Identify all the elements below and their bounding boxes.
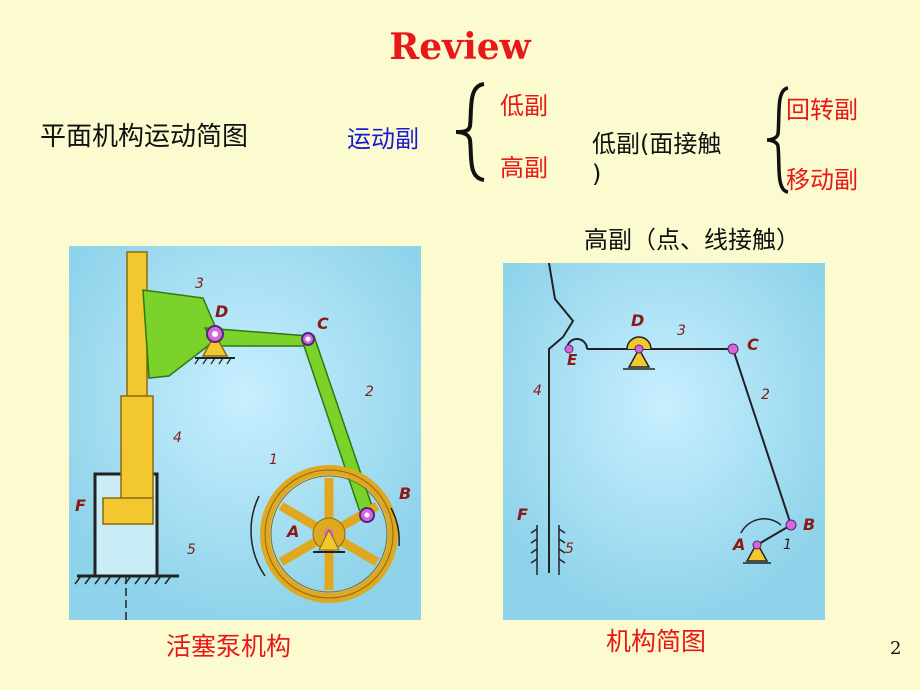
label-link2: 2	[365, 384, 374, 400]
label-d: D	[215, 302, 229, 321]
left-figure-caption: 活塞泵机构	[166, 632, 292, 661]
right-brace-icon	[766, 86, 789, 194]
label-link5: 5	[187, 542, 196, 558]
schematic-label-link1: 1	[783, 537, 792, 553]
higher-pair-label: 高副	[500, 154, 548, 182]
label-c: C	[317, 314, 329, 333]
label-f: F	[75, 496, 86, 515]
schematic-label-f: F	[517, 505, 528, 524]
schematic-label-link4: 4	[533, 383, 542, 399]
piston-pump-figure: 3 D C 2 4 1 F B A 5	[69, 246, 421, 620]
page-number: 2	[890, 638, 902, 659]
schematic-label-link5: 5	[565, 541, 574, 557]
slide-title: Review	[389, 26, 531, 68]
schematic-label-link3: 3	[677, 323, 686, 339]
schematic-label-d: D	[631, 311, 645, 330]
label-link4: 4	[173, 430, 182, 446]
lower-pair-label: 低副	[500, 92, 548, 120]
schematic-label-c: C	[747, 335, 759, 354]
prismatic-pair-label: 移动副	[786, 166, 858, 194]
lower-pair-definition-close: )	[592, 160, 602, 188]
left-brace-icon	[455, 82, 485, 182]
right-figure-caption: 机构简图	[606, 627, 707, 656]
lower-pair-definition: 低副(面接触	[592, 130, 722, 158]
higher-pair-definition: 高副（点、线接触）	[584, 226, 800, 254]
schematic-label-link2: 2	[761, 387, 770, 403]
label-a: A	[287, 522, 300, 541]
kinematic-pair-label: 运动副	[347, 125, 419, 153]
mechanism-schematic-figure: D 3 C E 4 2 F 5 A 1 B	[503, 263, 825, 620]
schematic-label-b: B	[803, 515, 816, 534]
revolute-pair-label: 回转副	[786, 96, 858, 124]
main-label: 平面机构运动简图	[40, 122, 249, 152]
label-link1: 1	[269, 452, 278, 468]
label-link3: 3	[195, 276, 204, 292]
schematic-label-e: E	[567, 351, 578, 369]
schematic-label-a: A	[733, 535, 746, 554]
label-b: B	[399, 484, 412, 503]
